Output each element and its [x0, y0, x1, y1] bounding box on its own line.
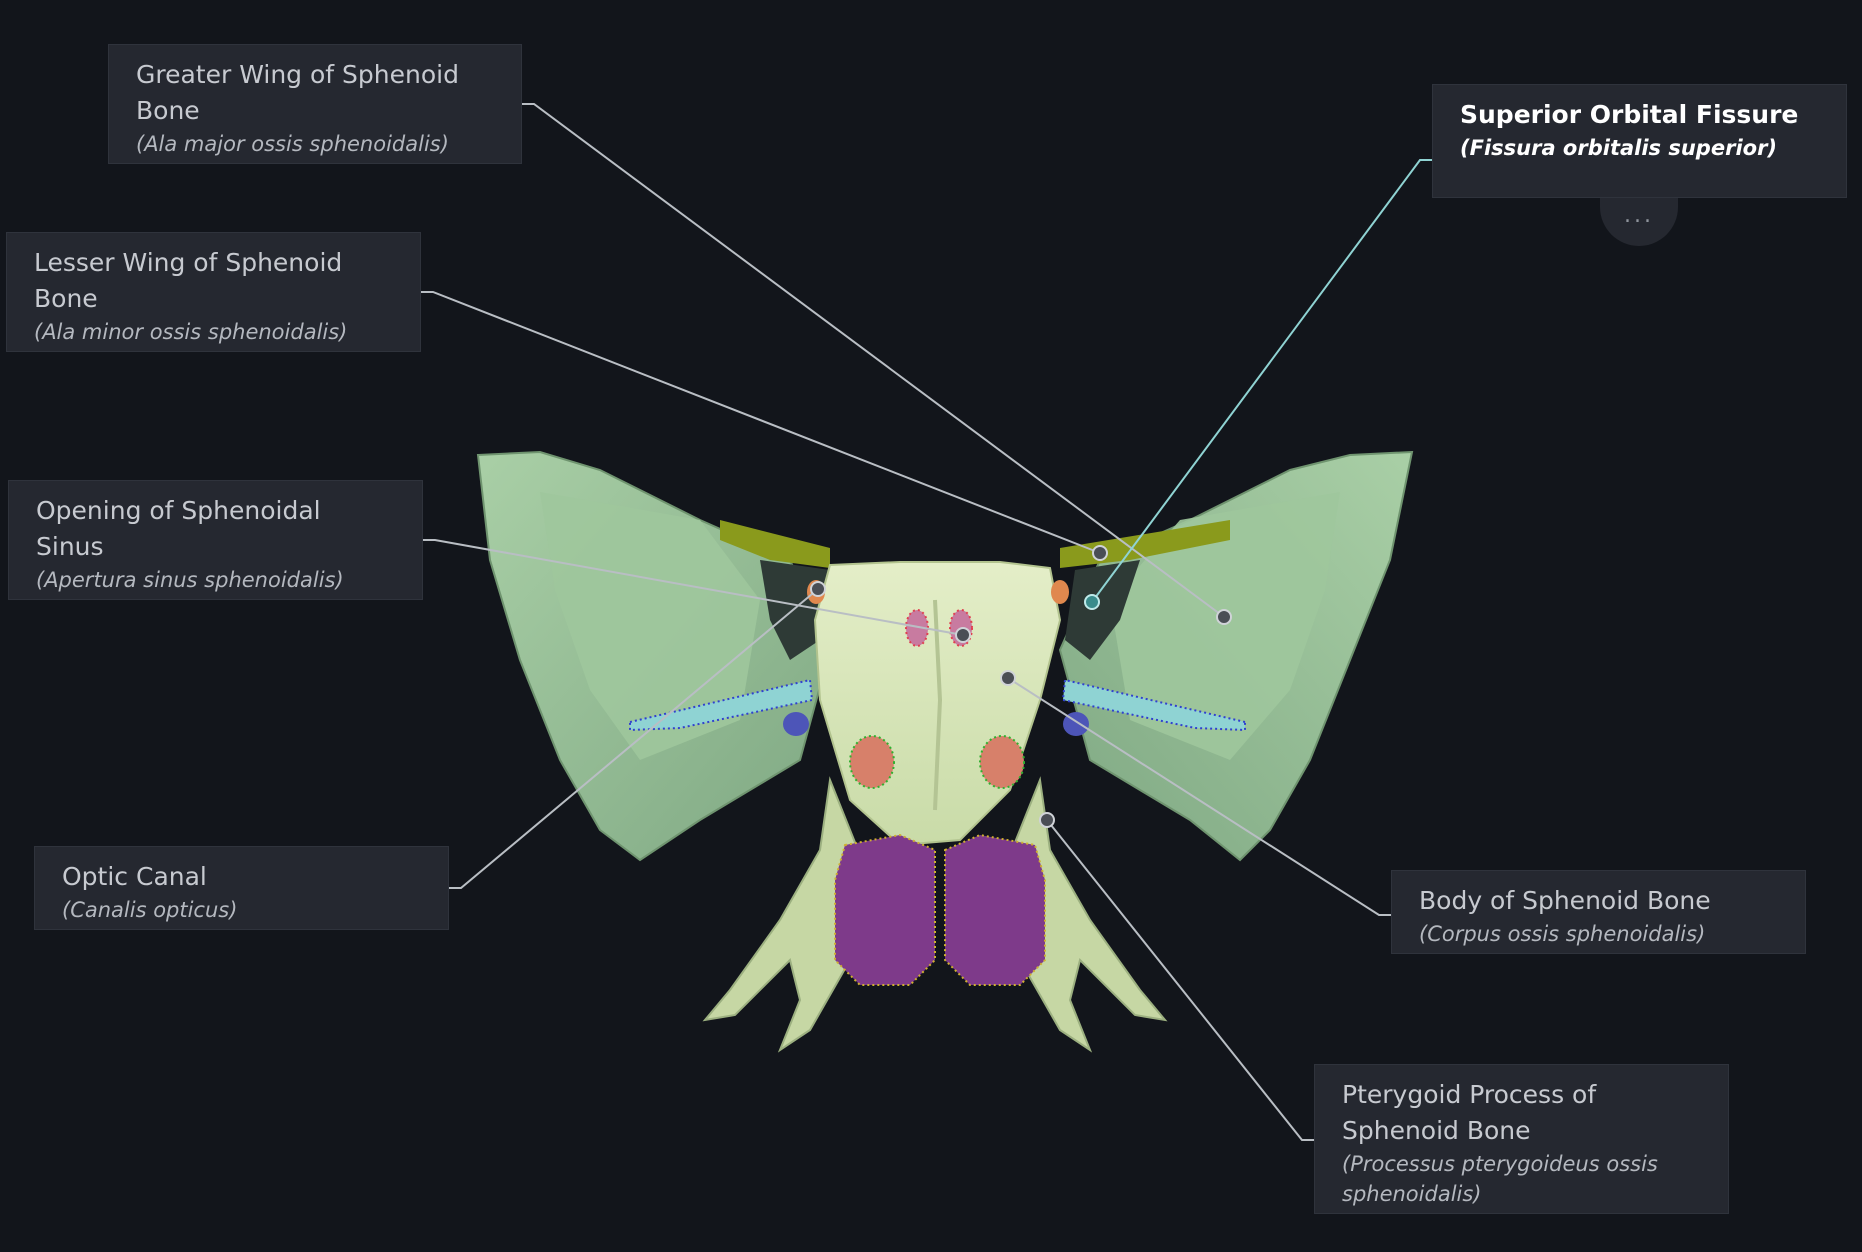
label-superior-orbital-fissure-latin: (Fissura orbitalis superior)	[1460, 136, 1778, 160]
label-lesser-wing-name: Lesser Wing of Sphenoid Bone	[34, 248, 343, 313]
foramen-cyan-left	[629, 678, 814, 732]
pin-greater-wing[interactable]	[1216, 609, 1232, 625]
pin-optic-canal[interactable]	[810, 581, 826, 597]
leader-body	[1007, 677, 1391, 916]
pin-lesser-wing[interactable]	[1092, 545, 1108, 561]
label-optic-canal-latin: (Canalis opticus)	[62, 898, 238, 922]
leader-superior-orbital-fissure	[1091, 159, 1432, 603]
lesser-wing-left[interactable]	[720, 520, 830, 568]
label-body-latin: (Corpus ossis sphenoidalis)	[1419, 922, 1706, 946]
body-ridge	[933, 599, 943, 811]
label-body-name: Body of Sphenoid Bone	[1419, 886, 1711, 915]
foramen-red-right	[979, 735, 1025, 789]
label-greater-wing[interactable]: Greater Wing of Sphenoid Bone (Ala major…	[108, 44, 522, 164]
label-greater-wing-name: Greater Wing of Sphenoid Bone	[136, 60, 459, 125]
foramen-cyan-right	[1061, 678, 1246, 732]
label-sinus-opening-latin: (Apertura sinus sphenoidalis)	[36, 568, 344, 592]
leader-greater-wing	[522, 103, 1225, 618]
pin-body[interactable]	[1000, 670, 1016, 686]
label-superior-orbital-fissure-name: Superior Orbital Fissure	[1460, 100, 1799, 129]
label-lesser-wing-latin: (Ala minor ossis sphenoidalis)	[34, 320, 348, 344]
leader-sinus-opening	[423, 539, 964, 636]
pterygoid-fossa-left	[834, 833, 936, 986]
leader-pterygoid	[1046, 819, 1314, 1141]
greater-wing-left-face	[540, 492, 760, 760]
pin-sinus-opening[interactable]	[955, 627, 971, 643]
sphenoid-body[interactable]	[813, 561, 1062, 847]
label-optic-canal[interactable]: Optic Canal (Canalis opticus)	[34, 846, 449, 930]
greater-wing-right-face	[1110, 492, 1340, 760]
label-greater-wing-latin: (Ala major ossis sphenoidalis)	[136, 132, 449, 156]
pin-pterygoid[interactable]	[1039, 812, 1055, 828]
optic-canal-right[interactable]	[1051, 580, 1069, 604]
label-superior-orbital-fissure[interactable]: Superior Orbital Fissure (Fissura orbita…	[1432, 84, 1847, 198]
label-optic-canal-name: Optic Canal	[62, 862, 207, 891]
leader-optic-canal	[449, 588, 819, 889]
leader-lesser-wing	[421, 291, 1101, 554]
label-lesser-wing[interactable]: Lesser Wing of Sphenoid Bone (Ala minor …	[6, 232, 421, 352]
foramen-blue-left	[783, 712, 809, 736]
label-pterygoid-name: Pterygoid Process of Sphenoid Bone	[1342, 1080, 1597, 1145]
label-pterygoid[interactable]: Pterygoid Process of Sphenoid Bone (Proc…	[1314, 1064, 1729, 1214]
superior-orbital-fissure-right[interactable]	[1065, 560, 1140, 660]
label-pterygoid-latin: (Processus pterygoideus ossis sphenoidal…	[1342, 1152, 1658, 1206]
label-sinus-opening[interactable]: Opening of Sphenoidal Sinus (Apertura si…	[8, 480, 423, 600]
pin-superior-orbital-fissure[interactable]	[1084, 594, 1100, 610]
label-sinus-opening-name: Opening of Sphenoidal Sinus	[36, 496, 321, 561]
label-body[interactable]: Body of Sphenoid Bone (Corpus ossis sphe…	[1391, 870, 1806, 954]
foramen-red-left	[849, 735, 895, 789]
pterygoid-fossa-right	[944, 833, 1046, 986]
